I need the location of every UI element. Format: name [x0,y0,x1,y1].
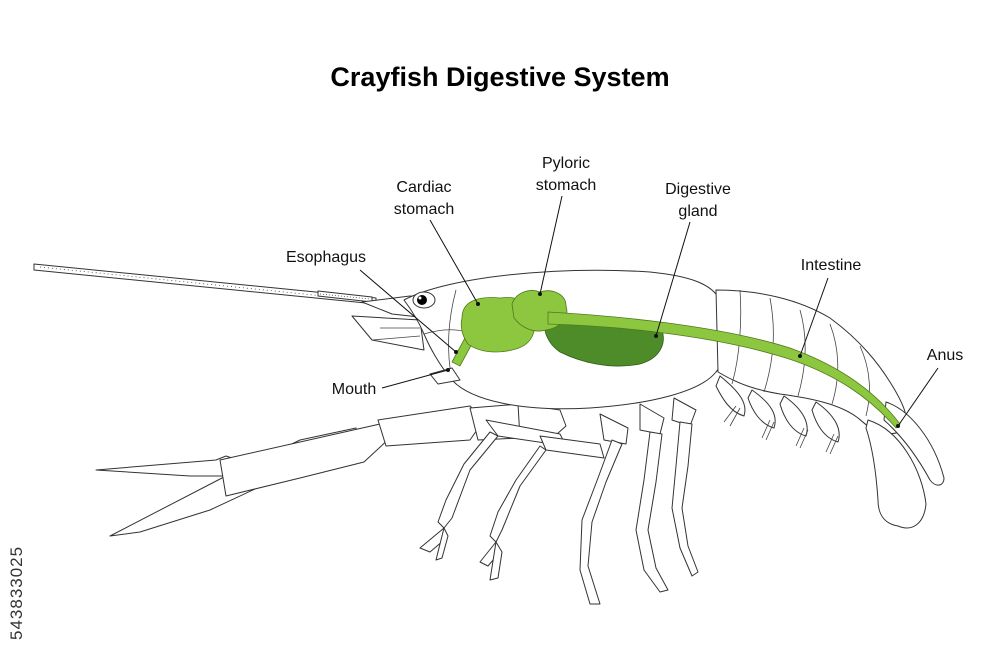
long-antenna [34,264,376,304]
svg-text:Cardiac: Cardiac [396,179,451,196]
label-text: Digestive [665,181,731,198]
label-text: stomach [536,177,596,194]
label-text: Pyloric [542,155,590,172]
svg-text:Esophagus: Esophagus [286,249,366,266]
eye [413,292,435,308]
label-text: Cardiac [396,179,451,196]
svg-text:Pyloric: Pyloric [542,155,590,172]
svg-text:Digestive: Digestive [665,181,731,198]
label-mouth: Mouth [332,368,450,398]
label-text: stomach [394,201,454,218]
svg-text:stomach: stomach [394,201,454,218]
antenna-base [352,316,424,350]
svg-text:Mouth: Mouth [332,381,376,398]
svg-text:stomach: stomach [536,177,596,194]
svg-text:Intestine: Intestine [801,257,862,274]
svg-text:gland: gland [678,203,717,220]
diagram-title: Crayfish Digestive System [330,62,669,92]
stock-id: 543833025 [7,546,26,640]
svg-text:Anus: Anus [927,347,963,364]
label-text: gland [678,203,717,220]
